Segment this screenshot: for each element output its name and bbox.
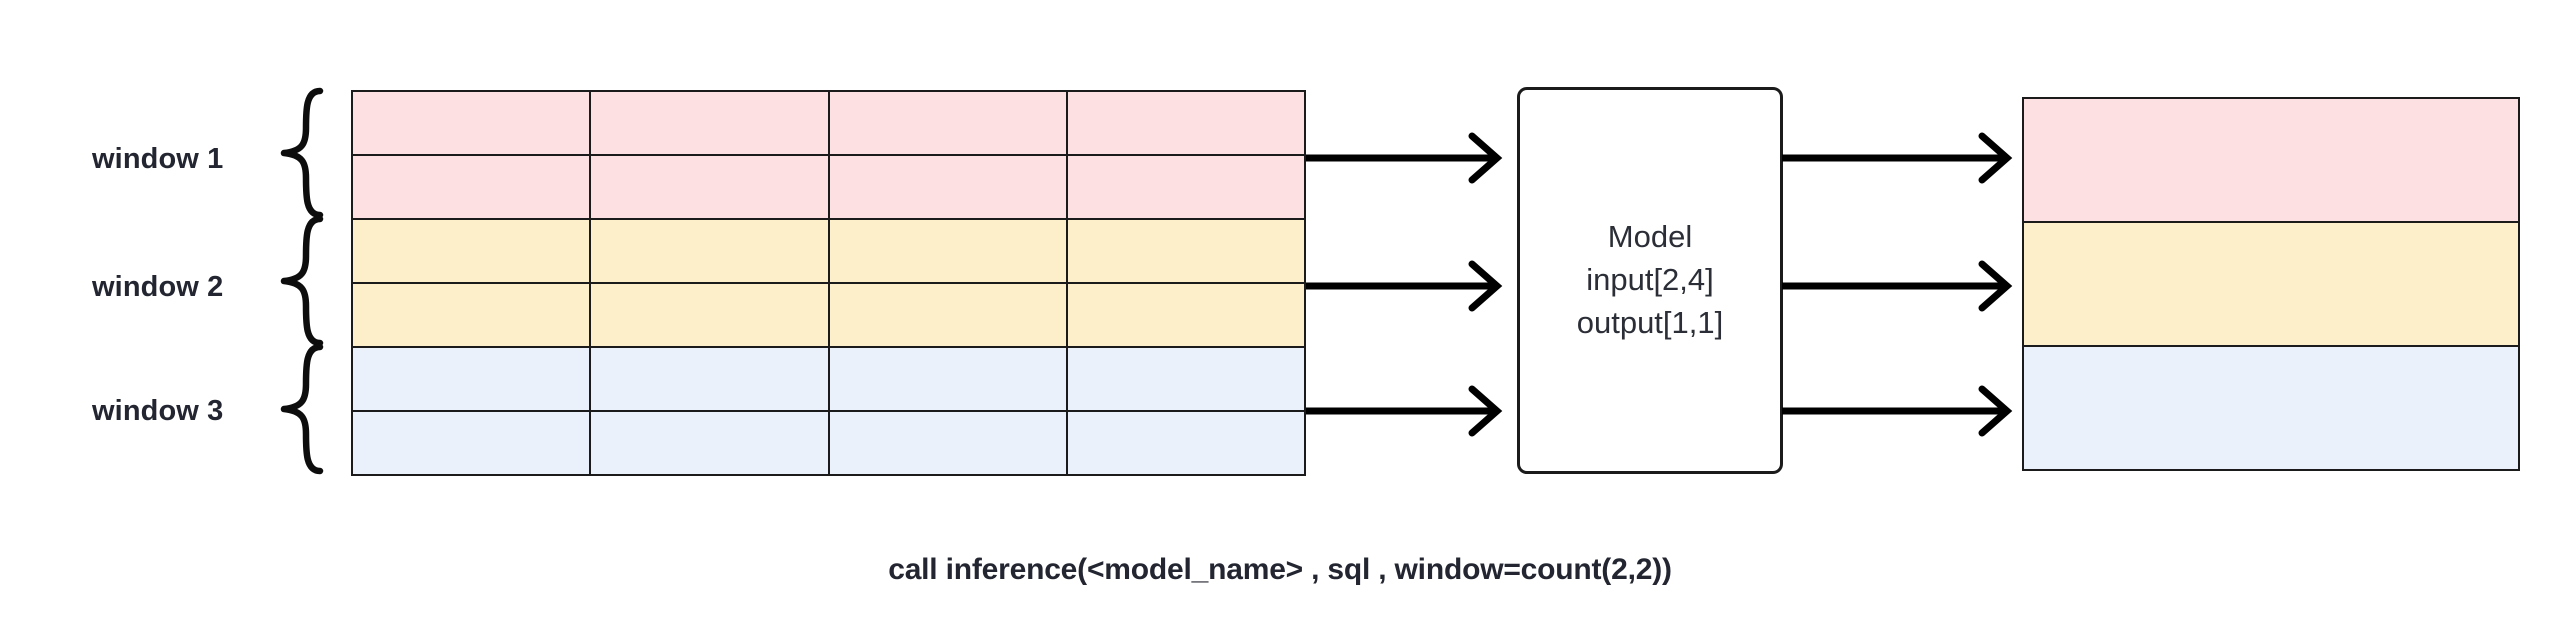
- table-cell: [350, 282, 592, 348]
- table-row: [350, 282, 1307, 348]
- table-cell: [1065, 154, 1307, 220]
- model-input-shape-label: input[2,4]: [1586, 262, 1714, 298]
- output-block-window-1: [2022, 97, 2520, 223]
- arrow-output-window-2-icon: [1780, 256, 2022, 316]
- arrow-input-window-1-icon: [1304, 128, 1512, 188]
- table-cell: [1065, 410, 1307, 476]
- window-label-3: window 3: [92, 395, 224, 427]
- table-cell: [350, 218, 592, 284]
- table-cell: [350, 90, 592, 156]
- model-name-label: Model: [1607, 219, 1693, 255]
- brace-window-2: [280, 216, 324, 346]
- table-row: [350, 90, 1307, 156]
- model-output-shape-label: output[1,1]: [1576, 304, 1724, 340]
- brace-window-3: [280, 344, 324, 474]
- table-cell: [589, 218, 830, 284]
- table-row: [350, 346, 1307, 412]
- table-cell: [350, 154, 592, 220]
- table-cell: [827, 410, 1068, 476]
- arrow-output-window-3-icon: [1780, 381, 2022, 441]
- table-cell: [350, 410, 592, 476]
- table-row: [350, 410, 1307, 476]
- brace-window-1: [280, 88, 324, 218]
- output-block-window-3: [2022, 345, 2520, 471]
- arrow-output-window-1-icon: [1780, 128, 2022, 188]
- output-block-window-2: [2022, 221, 2520, 347]
- model-box: Model input[2,4] output[1,1]: [1517, 87, 1783, 474]
- table-cell: [1065, 282, 1307, 348]
- table-cell: [827, 154, 1068, 220]
- table-cell: [827, 346, 1068, 412]
- window-label-1: window 1: [92, 143, 224, 175]
- table-cell: [827, 282, 1068, 348]
- arrow-input-window-3-icon: [1304, 381, 1512, 441]
- input-data-table: [350, 90, 1307, 476]
- caption-text: call inference(<model_name> , sql , wind…: [888, 553, 1672, 586]
- table-cell: [1065, 218, 1307, 284]
- table-cell: [589, 90, 830, 156]
- table-cell: [589, 346, 830, 412]
- table-cell: [589, 154, 830, 220]
- table-cell: [827, 218, 1068, 284]
- table-cell: [350, 346, 592, 412]
- output-results-stack: [2022, 97, 2520, 475]
- table-cell: [1065, 90, 1307, 156]
- table-cell: [589, 282, 830, 348]
- table-row: [350, 218, 1307, 284]
- table-cell: [1065, 346, 1307, 412]
- table-row: [350, 154, 1307, 220]
- table-cell: [827, 90, 1068, 156]
- table-cell: [589, 410, 830, 476]
- window-label-2: window 2: [92, 271, 224, 303]
- arrow-input-window-2-icon: [1304, 256, 1512, 316]
